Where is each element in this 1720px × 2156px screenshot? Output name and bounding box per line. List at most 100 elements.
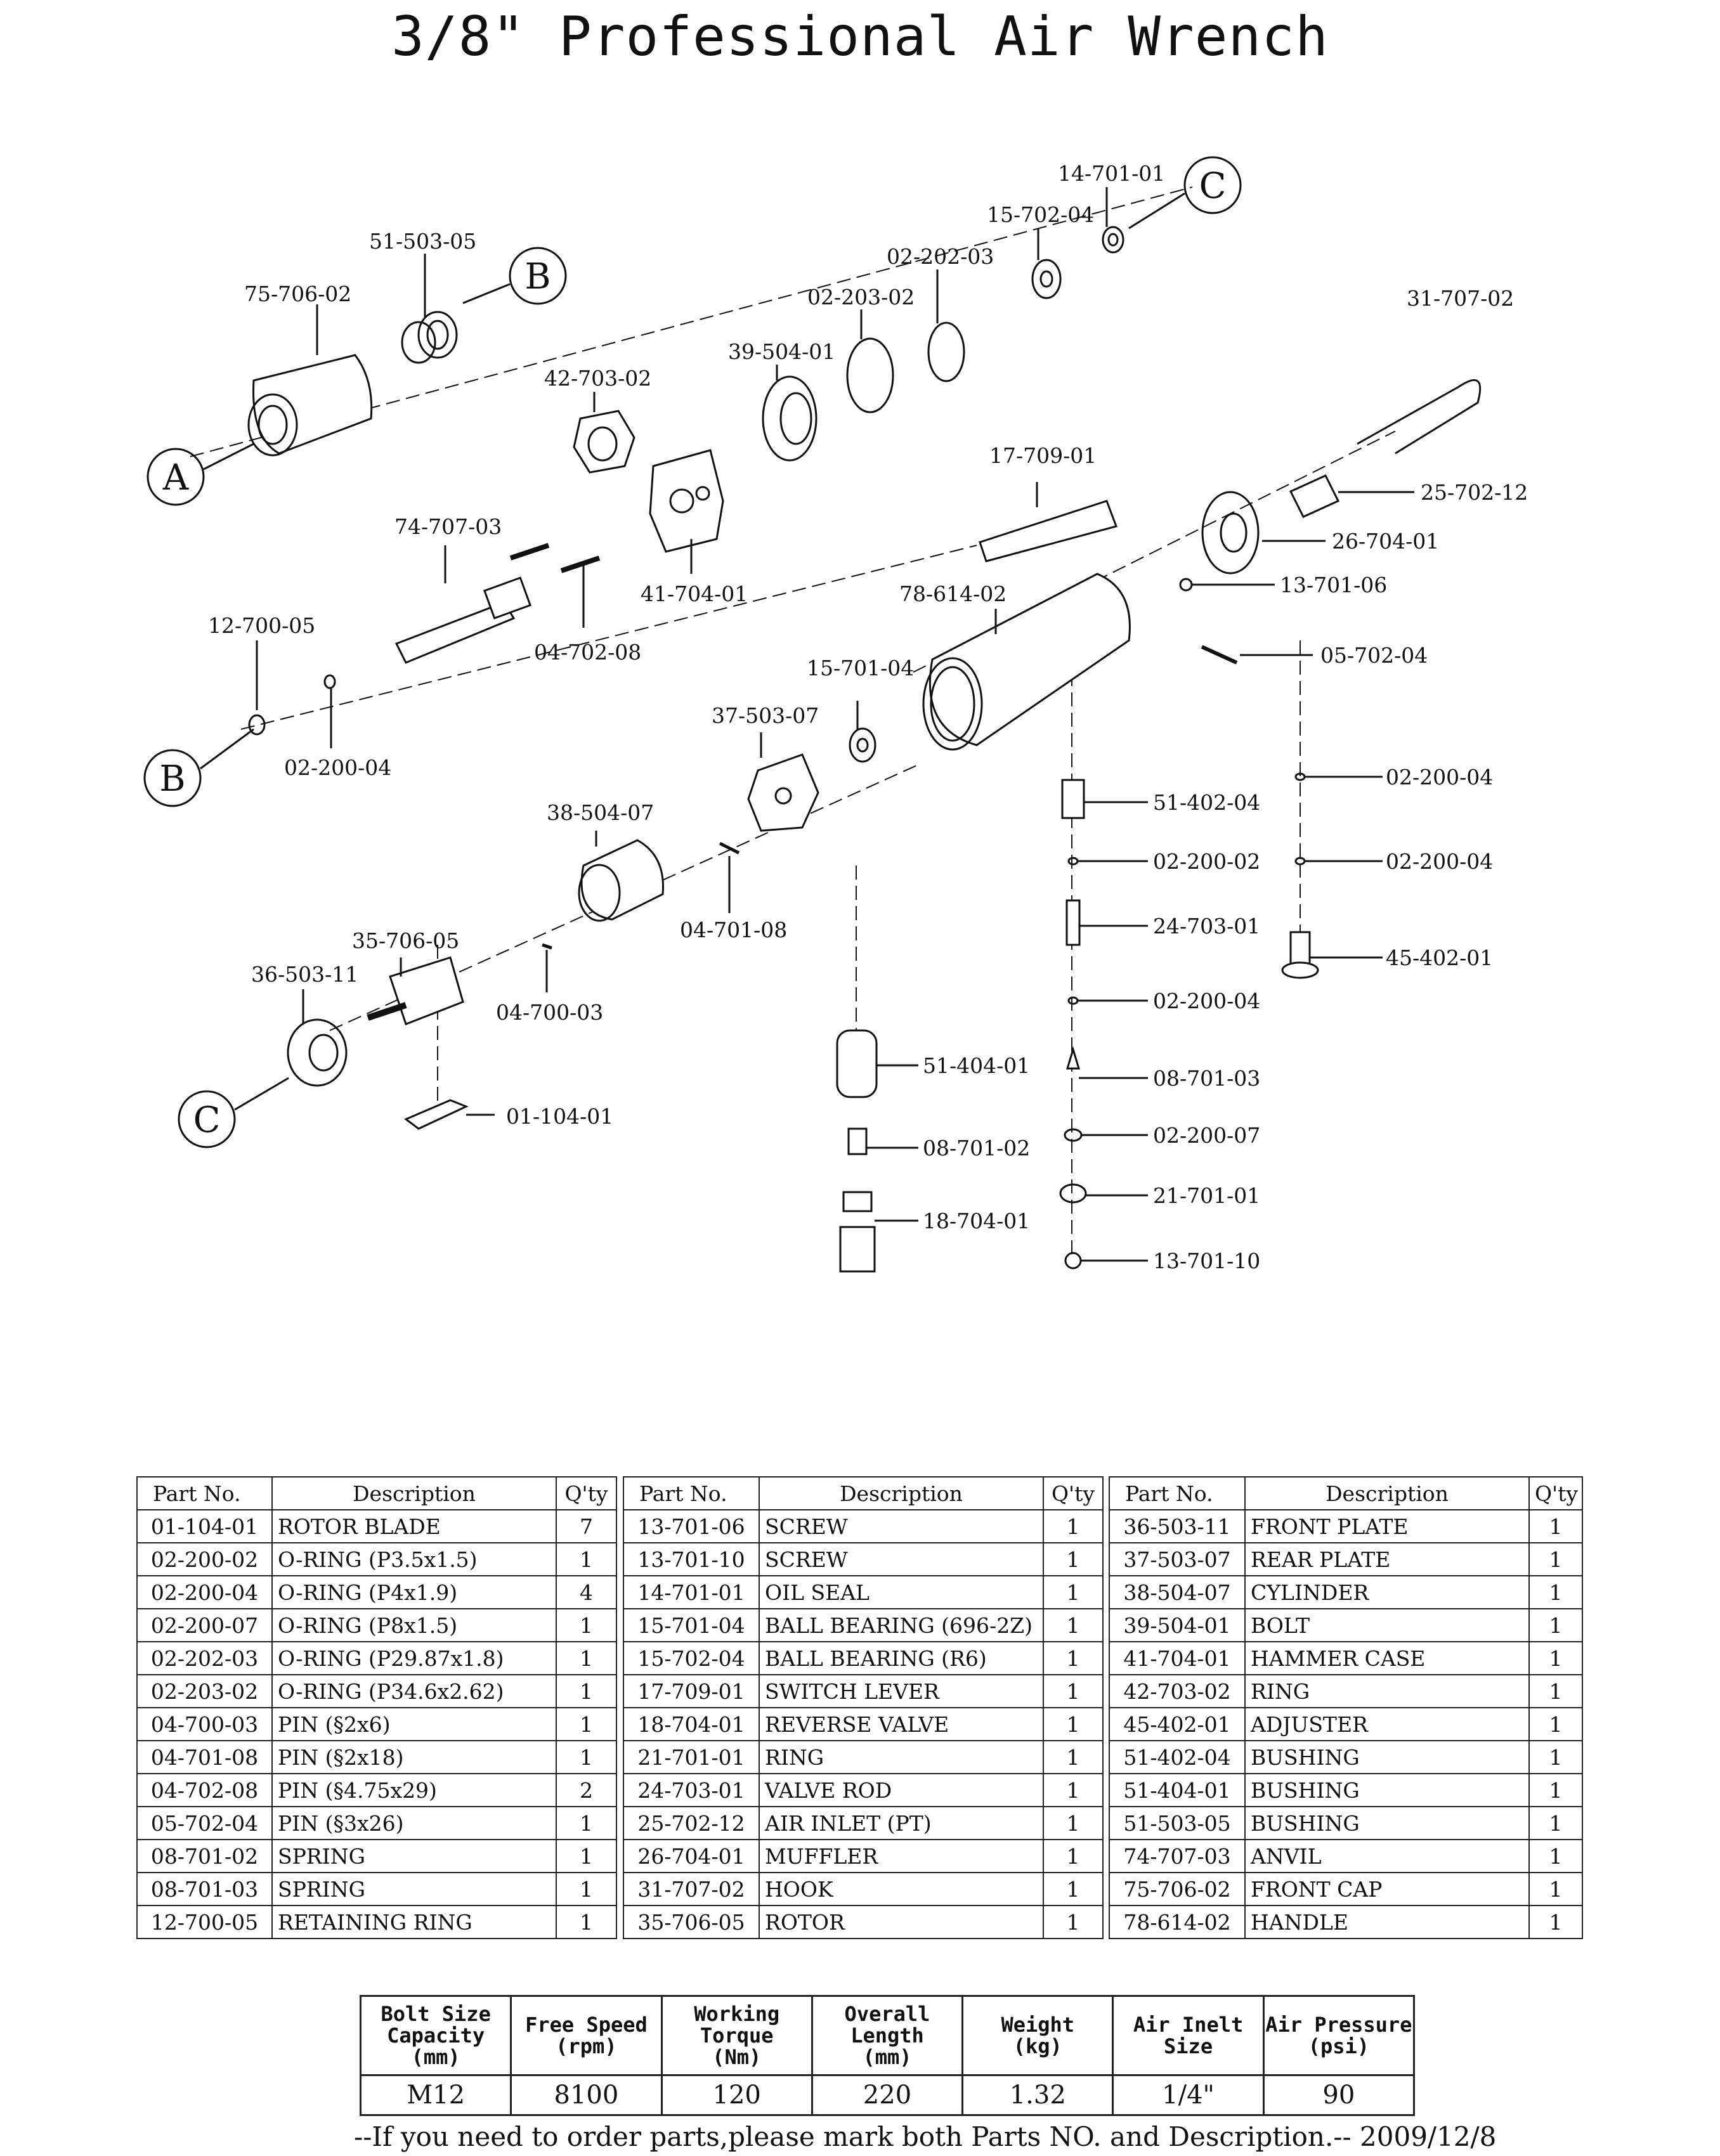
callout-circle-b-bottom bbox=[143, 749, 202, 807]
description-cell: HANDLE bbox=[1244, 1905, 1530, 1939]
qty-cell: 7 bbox=[556, 1509, 617, 1543]
spec-header-line: Size bbox=[1164, 2034, 1213, 2058]
part-number-cell: 51-503-05 bbox=[1109, 1806, 1246, 1840]
spec-header-line: Air Inelt bbox=[1133, 2013, 1244, 2037]
part-number-cell: 36-503-11 bbox=[1109, 1509, 1246, 1543]
footnote: --If you need to order parts,please mark… bbox=[354, 2121, 1497, 2152]
qty-cell: 4 bbox=[556, 1575, 617, 1609]
part-handle bbox=[922, 573, 1131, 751]
part-o-ring-3-5 bbox=[1067, 857, 1079, 866]
part-reverse-valve bbox=[839, 1191, 876, 1273]
qty-cell: 1 bbox=[556, 1707, 617, 1741]
part-label: 04-701-08 bbox=[680, 918, 787, 942]
part-label: 51-404-01 bbox=[923, 1053, 1030, 1078]
part-number-cell: 02-202-03 bbox=[136, 1641, 273, 1675]
description-cell: O-RING (P8x1.5) bbox=[271, 1608, 557, 1642]
description-cell: HOOK bbox=[759, 1872, 1044, 1906]
part-number-cell: 35-706-05 bbox=[623, 1905, 760, 1939]
part-front-cap bbox=[247, 354, 373, 457]
part-label: 25-702-12 bbox=[1421, 480, 1528, 505]
part-label: 35-706-05 bbox=[352, 928, 459, 953]
part-o-ring-29 bbox=[927, 321, 965, 382]
spec-header-line: Free Speed bbox=[525, 2013, 648, 2037]
part-number-cell: 04-701-08 bbox=[136, 1740, 273, 1774]
part-number-cell: 17-709-01 bbox=[623, 1674, 760, 1708]
description-cell: RETAINING RING bbox=[271, 1905, 557, 1939]
qty-cell: 1 bbox=[1043, 1575, 1104, 1609]
qty-cell: 1 bbox=[556, 1806, 617, 1840]
part-pin-2x18 bbox=[719, 841, 740, 855]
header-qty: Q'ty bbox=[1043, 1476, 1104, 1510]
part-label: 38-504-07 bbox=[547, 800, 654, 825]
callout-circle-a bbox=[147, 448, 205, 506]
header-description: Description bbox=[759, 1476, 1044, 1510]
part-number-cell: 02-200-02 bbox=[136, 1542, 273, 1576]
part-number-cell: 02-200-07 bbox=[136, 1608, 273, 1642]
part-spring-08-701-02 bbox=[847, 1127, 868, 1155]
description-cell: SWITCH LEVER bbox=[759, 1674, 1044, 1708]
part-number-cell: 31-707-02 bbox=[623, 1872, 760, 1906]
part-pin-4-75-a bbox=[509, 543, 550, 561]
part-label: 31-707-02 bbox=[1407, 286, 1514, 311]
spec-header-line: Air Pressure bbox=[1265, 2013, 1412, 2037]
part-number-cell: 51-402-04 bbox=[1109, 1740, 1246, 1774]
part-number-cell: 26-704-01 bbox=[623, 1839, 760, 1873]
part-pin-4-75-b bbox=[560, 555, 601, 573]
page-title: 3/8" Professional Air Wrench bbox=[391, 5, 1329, 68]
qty-cell: 1 bbox=[1528, 1872, 1583, 1906]
spec-header-line: Torque bbox=[700, 2023, 774, 2048]
part-label: 01-104-01 bbox=[506, 1104, 613, 1129]
qty-cell: 1 bbox=[1043, 1641, 1104, 1675]
spec-header-line: (mm) bbox=[411, 2045, 460, 2069]
description-cell: BALL BEARING (R6) bbox=[759, 1641, 1044, 1675]
part-number-cell: 08-701-02 bbox=[136, 1839, 273, 1873]
part-number-cell: 05-702-04 bbox=[136, 1806, 273, 1840]
description-cell: PIN (§2x6) bbox=[271, 1707, 557, 1741]
part-label: 08-701-02 bbox=[923, 1136, 1030, 1160]
callout-letters: A B B C C bbox=[159, 166, 1226, 1141]
part-adjuster bbox=[1281, 931, 1319, 979]
part-label: 02-200-04 bbox=[1386, 765, 1493, 789]
part-label: 21-701-01 bbox=[1153, 1183, 1260, 1208]
part-muffler bbox=[1201, 491, 1260, 575]
spec-header-line: Capacity bbox=[387, 2023, 485, 2048]
part-number-cell: 21-701-01 bbox=[623, 1740, 760, 1774]
part-label: 08-701-03 bbox=[1153, 1066, 1260, 1091]
callout-circle-b-top bbox=[509, 247, 567, 305]
part-label: 02-200-02 bbox=[1153, 849, 1260, 874]
part-rear-plate bbox=[747, 753, 819, 832]
part-number-cell: 13-701-06 bbox=[623, 1509, 760, 1543]
part-number-cell: 15-702-04 bbox=[623, 1641, 760, 1675]
part-cylinder bbox=[578, 839, 664, 922]
part-label: 78-614-02 bbox=[899, 581, 1007, 606]
part-o-ring-34 bbox=[846, 337, 894, 413]
qty-cell: 1 bbox=[1043, 1608, 1104, 1642]
qty-cell: 1 bbox=[556, 1905, 617, 1939]
part-switch-lever bbox=[979, 500, 1117, 562]
part-label: 13-701-06 bbox=[1280, 573, 1387, 597]
callout-c-top: C bbox=[1199, 166, 1227, 207]
part-front-plate bbox=[287, 1018, 348, 1087]
part-label: 37-503-07 bbox=[712, 703, 819, 728]
part-number-cell: 04-700-03 bbox=[136, 1707, 273, 1741]
description-cell: RING bbox=[759, 1740, 1044, 1774]
part-number-cell: 74-707-03 bbox=[1109, 1839, 1246, 1873]
part-number-cell: 75-706-02 bbox=[1109, 1872, 1246, 1906]
part-ring bbox=[573, 410, 635, 474]
spec-header-line: Weight bbox=[1001, 2013, 1075, 2037]
